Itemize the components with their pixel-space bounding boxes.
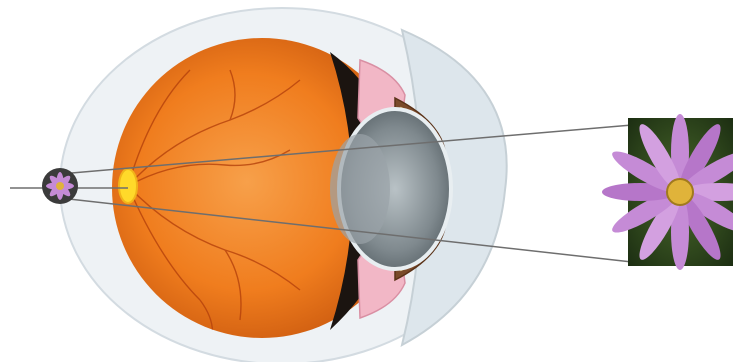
flower-icon <box>602 114 733 270</box>
focused-image-point <box>42 168 78 204</box>
